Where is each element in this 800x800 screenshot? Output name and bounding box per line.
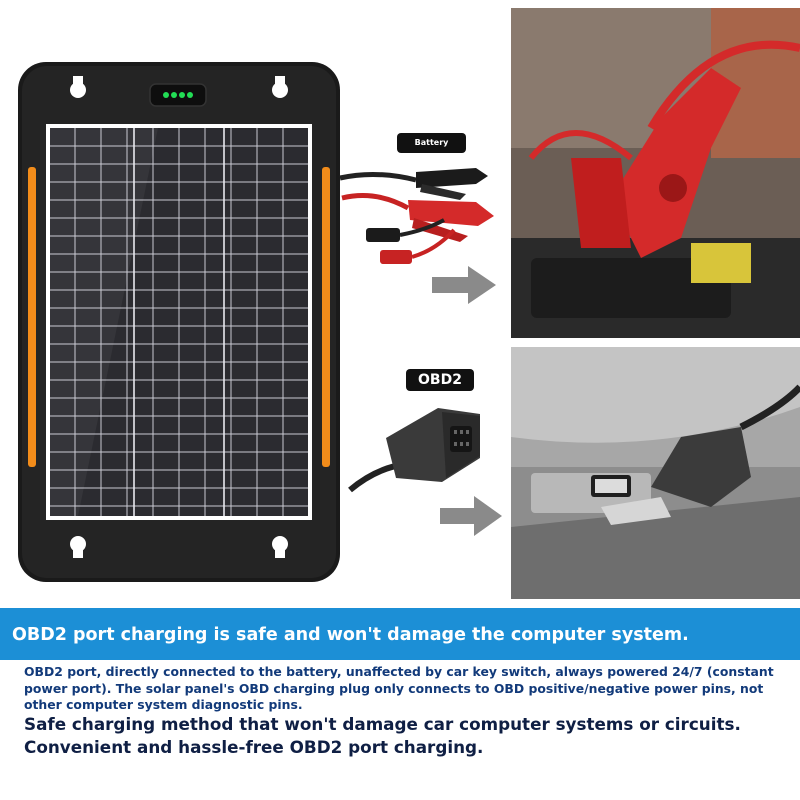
battery-clamps-photo [511, 8, 800, 338]
highlight-line-1: Safe charging method that won't damage c… [24, 714, 741, 734]
arrow-right-icon [432, 266, 496, 304]
headline-text: OBD2 port charging is safe and won't dam… [12, 625, 689, 645]
obd2-plug-icon [348, 408, 480, 493]
headline-banner: OBD2 port charging is safe and won't dam… [0, 608, 800, 660]
battery-clamps-icon [339, 168, 494, 264]
indicator-light-icon [149, 83, 207, 107]
obd2-label: OBD2 [406, 369, 474, 391]
highlight-line-2: Convenient and hassle-free OBD2 port cha… [24, 737, 484, 757]
obd2-port-photo [511, 347, 800, 599]
battery-clamps-label: Battery Clamps [397, 133, 466, 167]
arrow-right-icon-2 [440, 496, 502, 536]
solar-panel-image [18, 62, 340, 582]
description-text: OBD2 port, directly connected to the bat… [24, 664, 774, 712]
